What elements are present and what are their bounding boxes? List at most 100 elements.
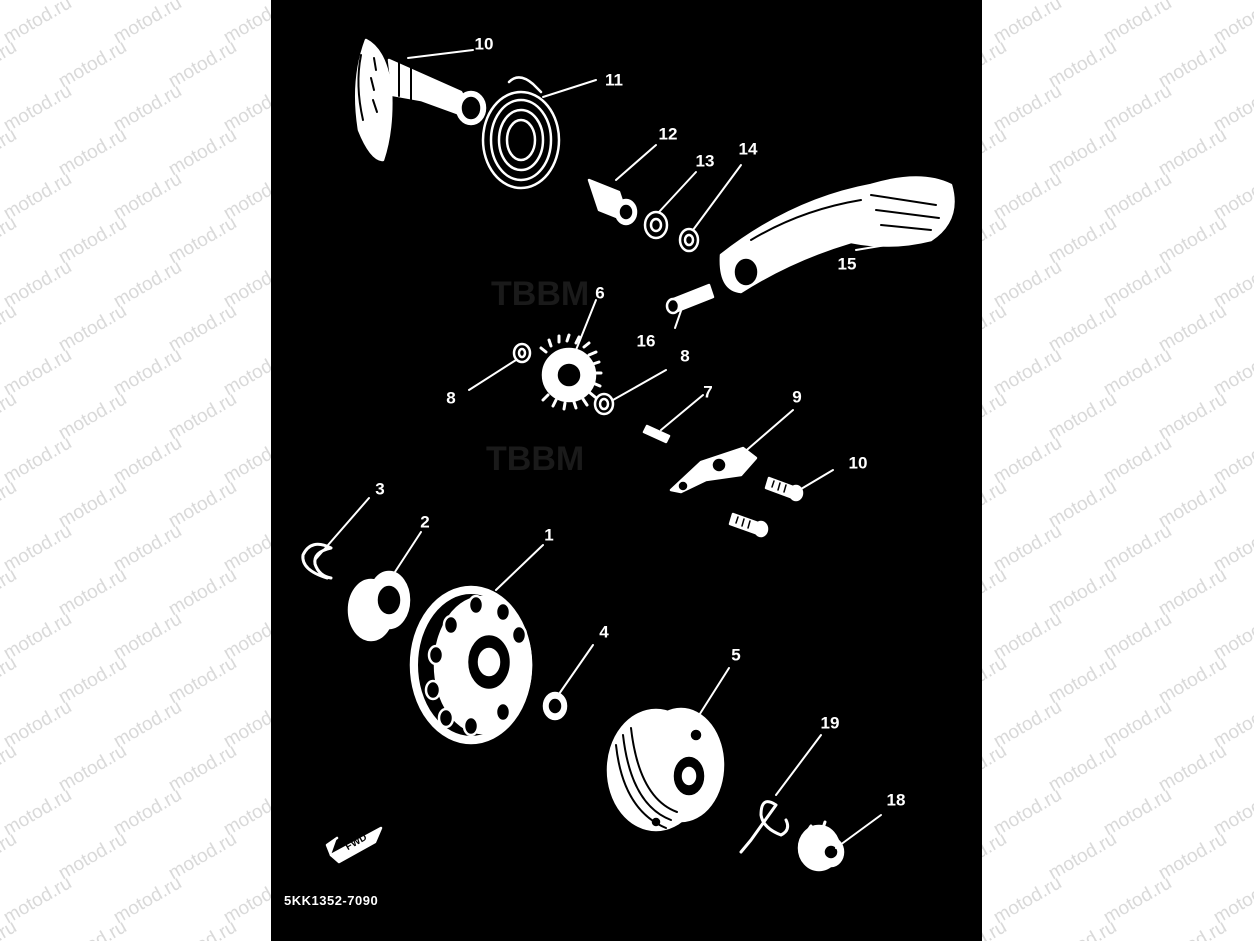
watermark-text: motod.ru xyxy=(990,344,1066,401)
watermark-text: motod.ru xyxy=(1100,0,1176,49)
part-11-kick-shaft xyxy=(355,38,487,162)
watermark-text: motod.ru xyxy=(55,388,131,445)
watermark-text: motod.ru xyxy=(1100,256,1176,313)
watermark-text: motod.ru xyxy=(165,652,241,709)
part-14-washer xyxy=(643,210,669,240)
watermark-text: motod.ru xyxy=(1045,36,1121,93)
watermark-text: motod.ru xyxy=(0,124,21,181)
watermark-text: motod.ru xyxy=(0,520,76,577)
callout-1: 1 xyxy=(544,525,554,545)
part-15-circlip xyxy=(678,227,700,253)
part-2-bearing xyxy=(347,570,411,642)
watermark-text: motod.ru xyxy=(165,476,241,533)
watermark-text: motod.ru xyxy=(1210,256,1254,313)
watermark-text: motod.ru xyxy=(55,564,131,621)
watermark-text: motod.ru xyxy=(165,740,241,797)
ghost-imprint: TBBM xyxy=(491,275,590,313)
watermark-text: motod.ru xyxy=(1210,608,1254,665)
ghost-imprint: TBBM xyxy=(486,440,585,478)
leader-lines xyxy=(314,49,917,849)
watermark-text: motod.ru xyxy=(55,212,131,269)
watermark-text: motod.ru xyxy=(1045,212,1121,269)
watermark-text: motod.ru xyxy=(1210,432,1254,489)
callout-12: 11 xyxy=(605,70,623,90)
watermark-text: motod.ru xyxy=(1100,80,1176,137)
watermark-text: motod.ru xyxy=(0,36,21,93)
watermark-text: motod.ru xyxy=(0,80,76,137)
watermark-text: motod.ru xyxy=(165,300,241,357)
watermark-text: motod.ru xyxy=(55,476,131,533)
watermark-text: motod.ru xyxy=(165,564,241,621)
watermark-text: motod.ru xyxy=(1100,168,1176,225)
part-9-plate xyxy=(669,446,758,494)
watermark-text: motod.ru xyxy=(1100,608,1176,665)
callout-4: 4 xyxy=(599,622,609,642)
watermark-text: motod.ru xyxy=(1155,212,1231,269)
callout-11: 10 xyxy=(474,34,494,54)
watermark-text: motod.ru xyxy=(165,36,241,93)
exploded-parts-drawing xyxy=(301,38,955,872)
part-13-sleeve xyxy=(587,178,638,226)
part-10-screw xyxy=(764,476,804,502)
watermark-text: motod.ru xyxy=(0,256,76,313)
watermark-text: motod.ru xyxy=(990,256,1066,313)
watermark-text: motod.ru xyxy=(0,212,21,269)
part-3-circlip xyxy=(301,542,333,580)
watermark-text: motod.ru xyxy=(1155,564,1231,621)
watermark-text: motod.ru xyxy=(1155,828,1231,885)
watermark-text: motod.ru xyxy=(0,608,76,665)
watermark-text: motod.ru xyxy=(990,696,1066,753)
watermark-text: motod.ru xyxy=(0,300,21,357)
callout-18: 18 xyxy=(886,790,906,810)
part-18-guide xyxy=(797,820,845,872)
watermark-text: motod.ru xyxy=(1155,300,1231,357)
watermark-text: motod.ru xyxy=(1045,652,1121,709)
watermark-text: motod.ru xyxy=(110,696,186,753)
watermark-text: motod.ru xyxy=(1210,784,1254,841)
watermark-text: motod.ru xyxy=(55,124,131,181)
watermark-text: motod.ru xyxy=(55,300,131,357)
part-14-washer-hole xyxy=(649,217,663,233)
watermark-text: motod.ru xyxy=(0,696,76,753)
watermark-text: motod.ru xyxy=(1155,740,1231,797)
part-8-washer-left xyxy=(512,342,532,364)
watermark-text: motod.ru xyxy=(0,740,21,797)
watermark-text: motod.ru xyxy=(55,36,131,93)
callout-19: 19 xyxy=(820,713,840,733)
watermark-text: motod.ru xyxy=(165,917,241,941)
watermark-text: motod.ru xyxy=(55,652,131,709)
watermark-text: motod.ru xyxy=(55,917,131,941)
watermark-text: motod.ru xyxy=(110,80,186,137)
watermark-text: motod.ru xyxy=(1155,36,1231,93)
callout-17: 16 xyxy=(636,331,656,351)
watermark-text: motod.ru xyxy=(0,784,76,841)
watermark-text: motod.ru xyxy=(1155,388,1231,445)
watermark-text: motod.ru xyxy=(990,432,1066,489)
part-5-drum xyxy=(606,707,725,832)
part-17-bolt xyxy=(665,283,715,315)
watermark-text: motod.ru xyxy=(0,168,76,225)
watermark-text: motod.ru xyxy=(110,256,186,313)
part-16-kick-lever xyxy=(719,176,955,294)
watermark-text: motod.ru xyxy=(990,520,1066,577)
watermark-text: motod.ru xyxy=(55,740,131,797)
part-12-spring xyxy=(481,76,561,190)
watermark-text: motod.ru xyxy=(110,0,186,49)
watermark-text: motod.ru xyxy=(1045,917,1121,941)
watermark-text: motod.ru xyxy=(110,608,186,665)
watermark-text: motod.ru xyxy=(1045,476,1121,533)
watermark-text: motod.ru xyxy=(0,917,21,941)
part-8-washer-right xyxy=(593,392,615,416)
forward-arrow-icon xyxy=(325,826,383,864)
watermark-text: motod.ru xyxy=(110,432,186,489)
watermark-text: motod.ru xyxy=(1100,696,1176,753)
watermark-text: motod.ru xyxy=(55,828,131,885)
watermark-text: motod.ru xyxy=(0,388,21,445)
diagram-code: 5KK1352-7090 xyxy=(284,893,379,908)
watermark-text: motod.ru xyxy=(0,0,21,5)
watermark-text: motod.ru xyxy=(990,168,1066,225)
callout-6: 6 xyxy=(595,283,605,303)
watermark-text: motod.ru xyxy=(990,0,1066,49)
watermark-text: motod.ru xyxy=(110,784,186,841)
watermark-text: motod.ru xyxy=(0,432,76,489)
